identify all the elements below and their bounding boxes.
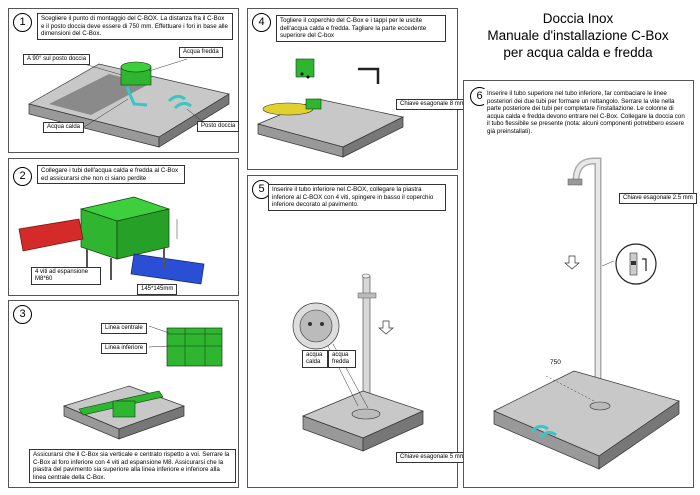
label-hex-key-2-5: Chiave esagonale 2.5 mm	[619, 193, 697, 204]
step-1-text: Scegliere il punto di montaggio del C-BO…	[37, 13, 233, 40]
label-lower-line: Linea inferiore	[101, 343, 148, 354]
step-2-text: Collegare i tubi dell'acqua calda e fred…	[37, 165, 185, 185]
step-4-panel: 4 Togliere il coperchio del C-Box e i ta…	[247, 8, 469, 170]
step-4-number: 4	[252, 13, 271, 32]
title-line-2: Manuale d'installazione C-Box	[487, 28, 669, 43]
step-5-text: Inserire il tubo inferiore nel C-BOX, co…	[268, 184, 446, 211]
label-cold-outlet: acqua fredda	[328, 350, 356, 368]
step-3-text: Assicurarsi che il C-Box sia verticale e…	[29, 449, 236, 484]
step-3-panel: 3 Linea centrale Linea inferiore Assicur…	[8, 300, 239, 488]
step-2-illustration	[18, 196, 205, 285]
title-line-1: Doccia Inox	[542, 11, 614, 26]
step-1-illustration	[28, 58, 230, 148]
step-3-number: 3	[13, 305, 32, 324]
label-shower-spot: Posto doccia	[197, 121, 240, 132]
step-3-illustration	[62, 325, 223, 440]
step-4-illustration	[256, 58, 405, 158]
label-hex-key-8: Chiave esagonale 8 mm	[396, 99, 469, 110]
step-5-illustration	[292, 273, 424, 452]
label-angle-90: A 90° sul posto doccia	[23, 54, 91, 65]
title-line-3: per acqua calda e fredda	[503, 45, 653, 60]
step-2-panel: 2 Collegare i tubi dell'acqua calda e fr…	[8, 158, 239, 296]
label-center-line: Linea centrale	[101, 323, 147, 334]
label-box-size: 145*145mm	[137, 284, 178, 295]
step-6-illustration	[493, 157, 680, 470]
label-distance-750: 750	[550, 359, 561, 366]
step-6-text: Inserire il tubo superiore nel tubo infe…	[484, 89, 689, 137]
label-hex-key-5: Chiave esagonale 5 mm	[396, 452, 469, 463]
label-hot-water: Acqua calda	[43, 122, 85, 133]
step-1-number: 1	[13, 13, 32, 32]
step-6-panel: 6 Inserire il tubo superiore nel tubo in…	[463, 80, 697, 488]
label-cold-water: Acqua fredda	[179, 47, 223, 58]
label-hot-outlet: acqua calda	[302, 350, 328, 368]
step-2-number: 2	[13, 167, 32, 186]
step-4-text: Togliere il coperchio del C-Box e i tapp…	[276, 15, 446, 42]
step-5-number: 5	[252, 180, 271, 199]
step-1-panel: 1 Scegliere il punto di montaggio del C-…	[8, 8, 240, 153]
document-title: Doccia Inox Manuale d'installazione C-Bo…	[462, 10, 694, 61]
step-5-panel: 5 Inserire il tubo inferiore nel C-BOX, …	[247, 175, 469, 488]
label-expansion-screws: 4 viti ad espansione M8*60	[31, 267, 101, 285]
